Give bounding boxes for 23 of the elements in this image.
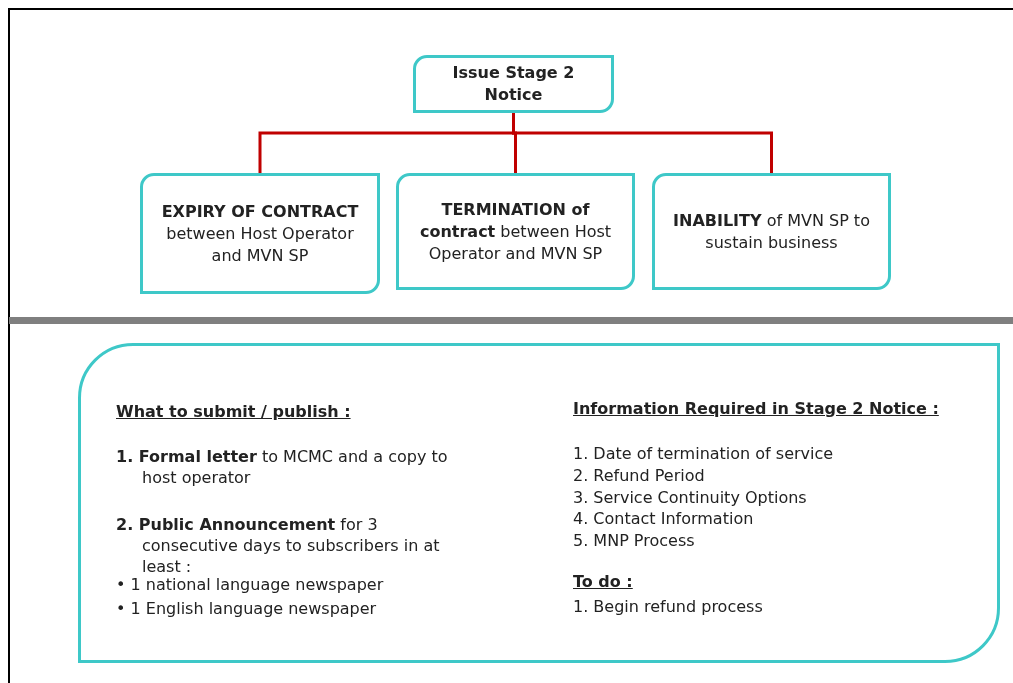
section-heading: To do : bbox=[573, 571, 634, 592]
list-item: 3. Service Continuity Options bbox=[573, 487, 808, 508]
list-item: 5. MNP Process bbox=[573, 530, 696, 551]
process-box bbox=[413, 55, 614, 113]
box-text: Issue Stage 2 Notice bbox=[451, 62, 576, 106]
list-item: 1. Begin refund process bbox=[573, 596, 764, 617]
process-box bbox=[396, 173, 635, 290]
box-text: INABILITY of MVN SP to sustain business bbox=[672, 209, 871, 254]
list-item: 4. Contact Information bbox=[573, 508, 755, 529]
list-item: 1. Formal letter to MCMC and a copy to host operator bbox=[116, 446, 449, 488]
section-heading: What to submit / publish : bbox=[116, 401, 352, 422]
box-text: TERMINATION of contract between Host Operator and MVN SP bbox=[418, 198, 613, 265]
list-item: • 1 national language newspaper bbox=[116, 574, 385, 595]
connector-line bbox=[512, 113, 773, 173]
list-item: 1. Date of termination of service bbox=[573, 443, 835, 464]
process-box bbox=[652, 173, 891, 290]
process-box bbox=[140, 173, 380, 294]
list-item: 2. Refund Period bbox=[573, 465, 706, 486]
list-item: • 1 English language newspaper bbox=[116, 598, 378, 619]
list-item: 2. Public Announcement for 3 consecutive days to subscribers in at least : bbox=[116, 514, 441, 577]
info-panel bbox=[78, 343, 1000, 663]
section-heading: Information Required in Stage 2 Notice : bbox=[573, 398, 940, 419]
box-text: EXPIRY OF CONTRACT between Host Operator and MVN SP bbox=[160, 200, 360, 267]
